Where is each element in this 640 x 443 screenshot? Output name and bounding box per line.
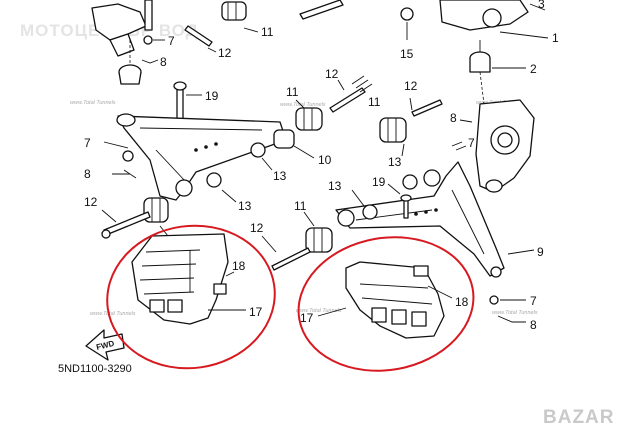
label-19: 19 [205, 89, 219, 103]
callout-ellipse-left [106, 224, 276, 370]
clip-drawing [413, 265, 429, 277]
label-8: 8 [530, 318, 537, 332]
nut-drawing [402, 174, 418, 190]
nut-drawing [362, 204, 378, 220]
label-12: 12 [325, 67, 339, 81]
bolt-drawing [329, 87, 366, 113]
label-8: 8 [450, 111, 457, 125]
nut-drawing [423, 169, 441, 187]
bolt-drawing [411, 99, 443, 117]
label-7: 7 [168, 34, 175, 48]
bushing-drawing [305, 227, 333, 253]
label-11: 11 [368, 95, 381, 109]
bolt-drawing [271, 247, 311, 271]
label-9: 9 [537, 245, 544, 259]
label-8: 8 [84, 167, 91, 181]
nut-drawing [400, 7, 414, 21]
ball-joint-drawing [469, 40, 491, 73]
right-knuckle-top-drawing [439, 0, 529, 31]
label-13: 13 [273, 169, 287, 183]
label-12: 12 [404, 79, 418, 93]
left-a-arm-drawing [117, 115, 287, 201]
label-18: 18 [232, 259, 246, 273]
drawing-code: 5ND1100-3290 [58, 363, 132, 375]
bolt-drawing [103, 211, 151, 236]
label-19: 19 [372, 175, 386, 189]
label-15: 15 [400, 47, 414, 61]
label-13: 13 [238, 199, 252, 213]
bazar-badge: BAZAR [536, 396, 634, 436]
label-3: 3 [538, 0, 545, 11]
label-7: 7 [530, 294, 537, 308]
badge-text: BAZAR [543, 407, 615, 428]
bolt-head-drawing [101, 229, 111, 239]
bolt-drawing [144, 0, 153, 31]
bushing-drawing [379, 117, 407, 143]
bolt-drawing [299, 0, 344, 20]
label-7: 7 [84, 136, 91, 150]
bolt-head-drawing [400, 194, 412, 202]
bushing-drawing [221, 1, 247, 21]
label-12: 12 [250, 221, 264, 235]
left-knuckle-drawing [91, 3, 147, 85]
bushing-drawing [337, 209, 355, 227]
label-17: 17 [300, 311, 314, 325]
bolt-head-drawing [173, 81, 187, 91]
watermark: www.Total Tunnels [492, 310, 538, 316]
bolt-drawing [184, 25, 213, 47]
nut-drawing [143, 35, 153, 45]
bushing-drawing [295, 107, 323, 131]
label-11: 11 [286, 85, 299, 99]
nut-drawing [206, 172, 222, 188]
fwd-label: FWD [95, 339, 115, 352]
bushing-drawing [273, 129, 295, 149]
label-13: 13 [328, 179, 342, 193]
watermark: www.Total Tunnels [90, 311, 136, 317]
nut-drawing [122, 150, 134, 162]
callout-ellipse-right [297, 236, 475, 372]
left-arm-guard-drawing [131, 233, 229, 325]
bushing-drawing [116, 113, 136, 127]
label-1: 1 [552, 31, 559, 45]
forward-arrow: FWD [85, 329, 125, 361]
label-2: 2 [530, 62, 537, 76]
bushing-drawing [175, 179, 193, 197]
clip-drawing [213, 283, 227, 295]
label-18: 18 [455, 295, 469, 309]
label-12: 12 [218, 46, 232, 60]
label-17: 17 [249, 305, 263, 319]
nut-drawing [250, 142, 266, 158]
right-arm-guard-drawing [345, 261, 445, 339]
nut-drawing [489, 295, 499, 305]
label-13: 13 [388, 155, 402, 169]
label-7: 7 [468, 136, 475, 150]
nut-drawing [490, 266, 502, 278]
label-8: 8 [160, 55, 167, 69]
watermark: www.Total Tunnels [280, 102, 326, 108]
right-knuckle-drawing [475, 99, 535, 193]
label-11: 11 [261, 25, 274, 39]
label-10: 10 [318, 153, 332, 167]
watermark: www.Total Tunnels [70, 100, 116, 106]
watermark: www.Total Tunnels [296, 308, 342, 314]
label-11: 11 [294, 199, 307, 213]
label-12: 12 [84, 195, 98, 209]
